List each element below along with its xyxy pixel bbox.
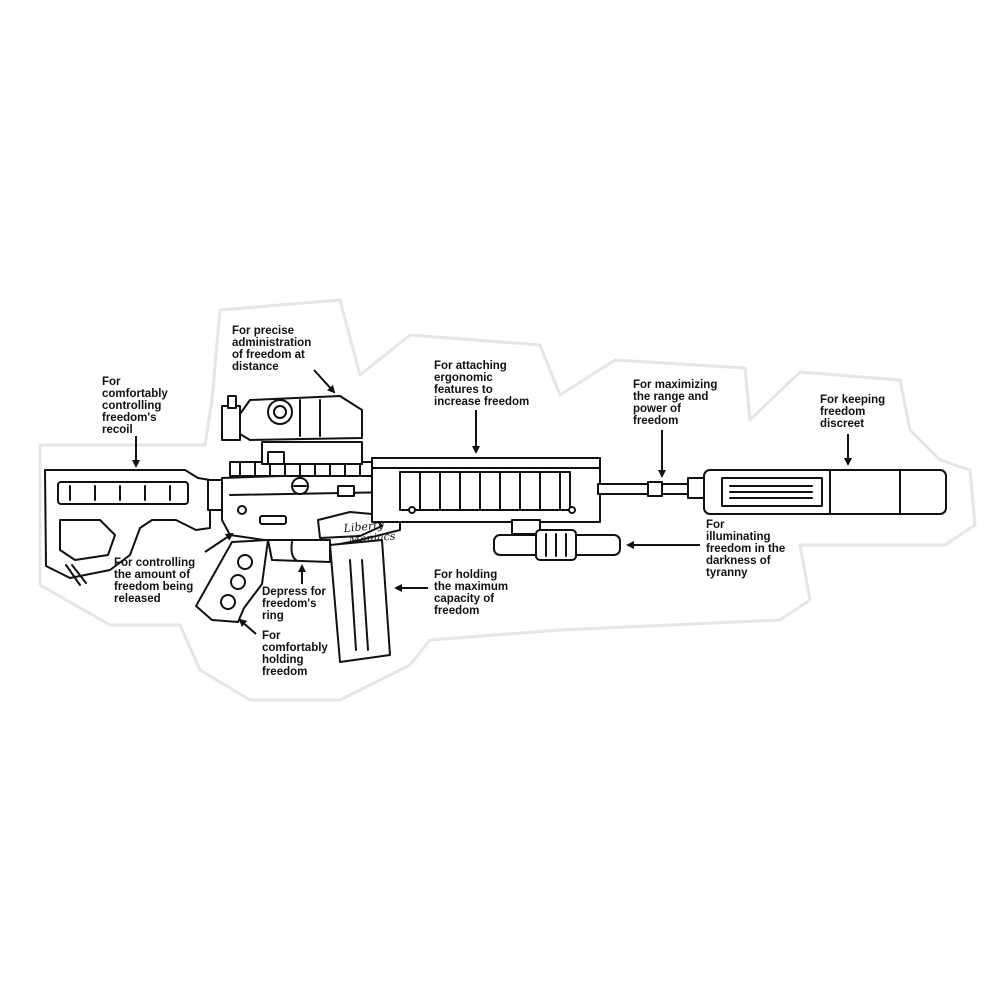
trigger-guard [267,539,331,563]
callout-fire-selector: For controlling the amount of freedom be… [114,557,196,605]
flashlight [493,529,621,561]
callout-magazine: For holding the maximum capacity of free… [434,569,509,617]
callout-handguard-rail: For attaching ergonomic features to incr… [434,360,530,408]
brand-logo: Liberty Maniacs [342,518,396,547]
callout-optic: For precise administration of freedom at… [232,325,312,373]
magazine [329,539,391,663]
callout-trigger: Depress for freedom's ring [262,586,326,622]
barrel [597,477,707,499]
callout-flashlight: For illuminating freedom in the darkness… [706,519,786,579]
arrow-selector [204,532,234,553]
handguard [371,457,601,535]
callout-stock: For comfortably controlling freedom's re… [102,376,168,436]
callout-barrel: For maximizing the range and power of fr… [633,379,718,427]
brand-logo-line2: Maniacs [347,530,396,547]
pistol-grip [195,539,269,623]
brand-logo-line1: Liberty [342,518,385,535]
callout-suppressor: For keeping freedom discreet [820,394,886,430]
arrow-grip [238,618,257,635]
suppressor [703,469,947,515]
stock [44,469,211,586]
optic [221,395,363,465]
arrow-optic [313,369,336,394]
callout-pistol-grip: For comfortably holding freedom [262,630,328,678]
